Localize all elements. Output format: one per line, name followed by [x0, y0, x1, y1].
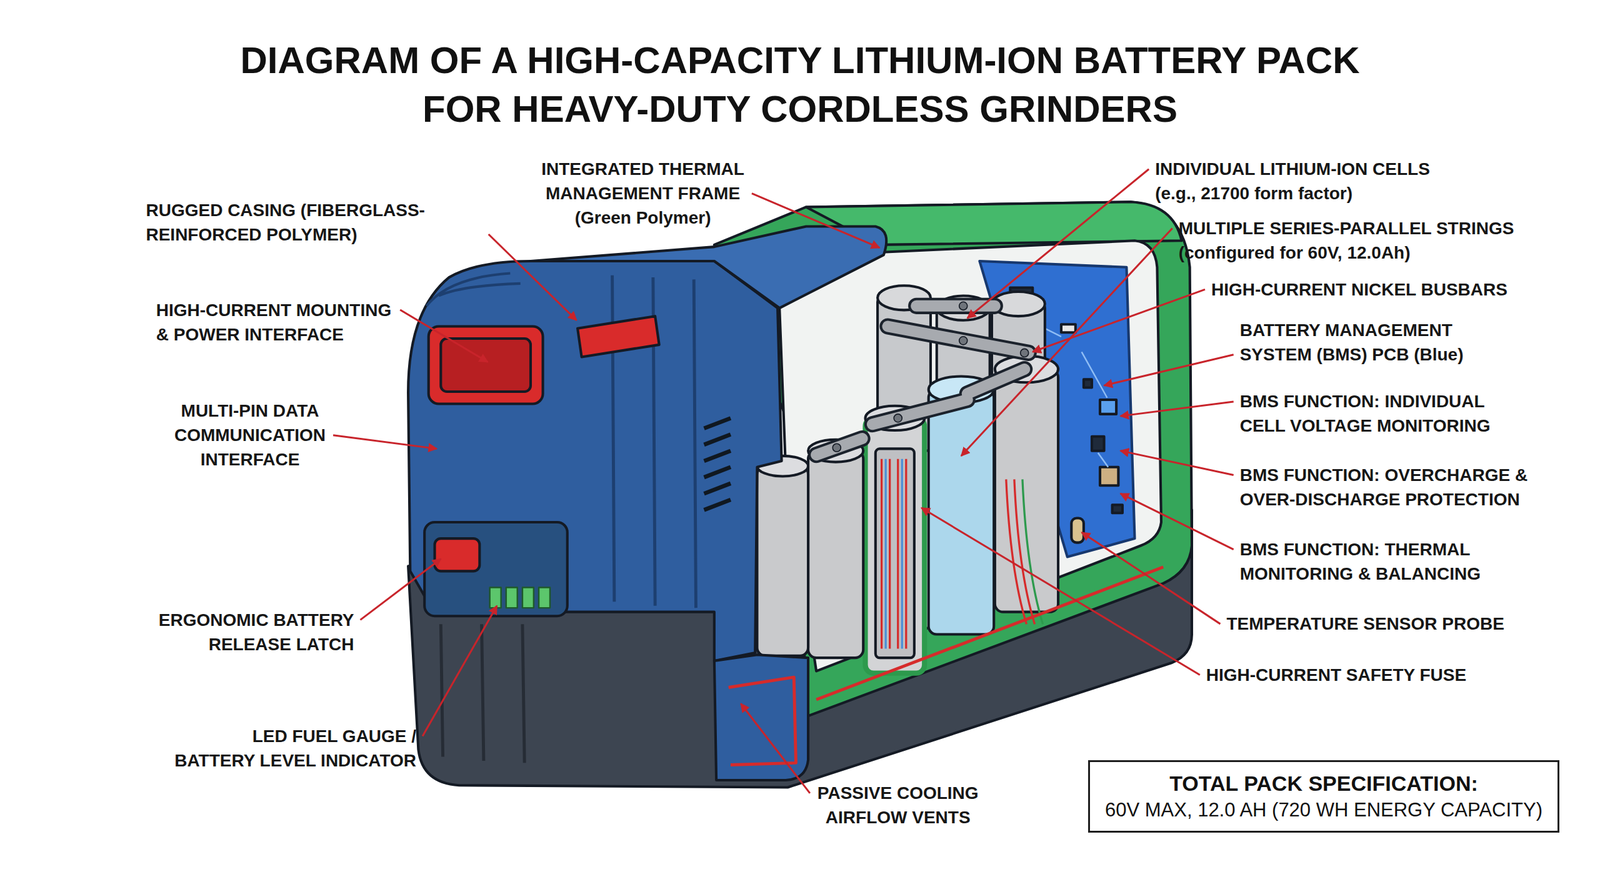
led-segment [522, 587, 534, 609]
fuse-wire [816, 567, 1164, 700]
leader-line [422, 606, 497, 737]
leader-line [360, 559, 442, 621]
cell-wire [1006, 479, 1035, 625]
leader-line [967, 169, 1149, 319]
callout-label: INTEGRATED THERMAL MANAGEMENT FRAME (Gre… [540, 156, 746, 230]
weld-point [959, 336, 968, 345]
callout-label: BMS FUNCTION: OVERCHARGE & OVER-DISCHARG… [1240, 463, 1530, 512]
leader-line [1081, 532, 1221, 625]
weld-point [959, 301, 968, 310]
led-segment [506, 587, 518, 609]
electrode-winding [881, 459, 907, 650]
callout-label: HIGH-CURRENT SAFETY FUSE [1206, 663, 1470, 688]
leader-line [961, 228, 1173, 456]
weld-point [832, 443, 841, 452]
diagram-title: DIAGRAM OF A HIGH-CAPACITY LITHIUM-ION B… [236, 36, 1364, 134]
leader-line [740, 704, 810, 794]
pcb-chip [1112, 505, 1123, 514]
cell [756, 466, 809, 657]
leader-line [1120, 401, 1234, 417]
leader-line [1032, 289, 1205, 352]
callout-label: HIGH-CURRENT NICKEL BUSBARS [1211, 277, 1510, 302]
pcb-chip [1083, 379, 1092, 388]
leader-line [400, 310, 488, 363]
callout-label: MULTIPLE SERIES-PARALLEL STRINGS (config… [1178, 216, 1517, 265]
vent-slots [704, 418, 731, 510]
cell [928, 390, 994, 635]
spec-heading: TOTAL PACK SPECIFICATION: [1105, 770, 1543, 798]
casing-top [530, 226, 887, 309]
leader-line [1120, 493, 1234, 550]
casing-front [408, 261, 782, 662]
cutaway-interior [777, 240, 1162, 672]
callout-label: PASSIVE COOLING AIRFLOW VENTS [816, 781, 980, 830]
red-trim [728, 677, 797, 765]
callout-label: BATTERY MANAGEMENT SYSTEM (BMS) PCB (Blu… [1240, 318, 1467, 367]
spec-box: TOTAL PACK SPECIFICATION:60V MAX, 12.0 A… [1088, 760, 1560, 834]
leader-line [921, 508, 1200, 675]
cell [995, 369, 1059, 613]
callout-label: BMS FUNCTION: INDIVIDUAL CELL VOLTAGE MO… [1240, 389, 1494, 439]
callout-label: RUGGED CASING (FIBERGLASS-REINFORCED POL… [145, 198, 482, 247]
temperature-probe [1071, 518, 1084, 543]
callout-label: INDIVIDUAL LITHIUM-ION CELLS (e.g., 2170… [1155, 156, 1433, 206]
led-segment [538, 587, 550, 609]
casing-rib [426, 273, 520, 307]
callout-label: LED FUEL GAUGE / BATTERY LEVEL INDICATOR [171, 724, 417, 774]
release-button [435, 538, 480, 572]
callout-label: TEMPERATURE SENSOR PROBE [1226, 611, 1507, 637]
pcb-chip [1100, 400, 1117, 415]
pcb-connector [1061, 324, 1076, 333]
cell-wire [1022, 479, 1044, 625]
cell-core [875, 448, 915, 659]
leader-line [751, 193, 880, 249]
pcb-chip [1091, 436, 1105, 452]
control-panel [424, 522, 568, 617]
busbar-outline [816, 306, 1029, 455]
callout-label: ERGONOMIC BATTERY RELEASE LATCH [156, 608, 355, 657]
cutaway-cell [865, 418, 925, 674]
leader-line [1104, 355, 1234, 386]
callout-label: HIGH-CURRENT MOUNTING & POWER INTERFACE [156, 298, 394, 347]
leader-line [1120, 451, 1234, 476]
spec-value: 60V MAX, 12.0 AH (720 WH ENERGY CAPACITY… [1105, 797, 1543, 824]
base-groove [440, 624, 525, 764]
casing-lower [714, 655, 809, 781]
weld-point [1020, 348, 1029, 357]
led-segment [490, 587, 502, 609]
battery-pack [408, 201, 1192, 788]
pcb-component [1100, 467, 1119, 486]
top-tab [577, 316, 660, 357]
weld-point [893, 414, 902, 423]
leader-line [488, 234, 577, 321]
cell [808, 451, 864, 659]
callout-label: BMS FUNCTION: THERMAL MONITORING & BALAN… [1240, 537, 1484, 587]
mounting-recess [440, 338, 531, 392]
callout-label: MULTI-PIN DATA COMMUNICATION INTERFACE [173, 398, 327, 472]
nickel-busbar [816, 306, 1029, 455]
electrode-winding [885, 459, 902, 650]
leader-line [333, 435, 437, 450]
